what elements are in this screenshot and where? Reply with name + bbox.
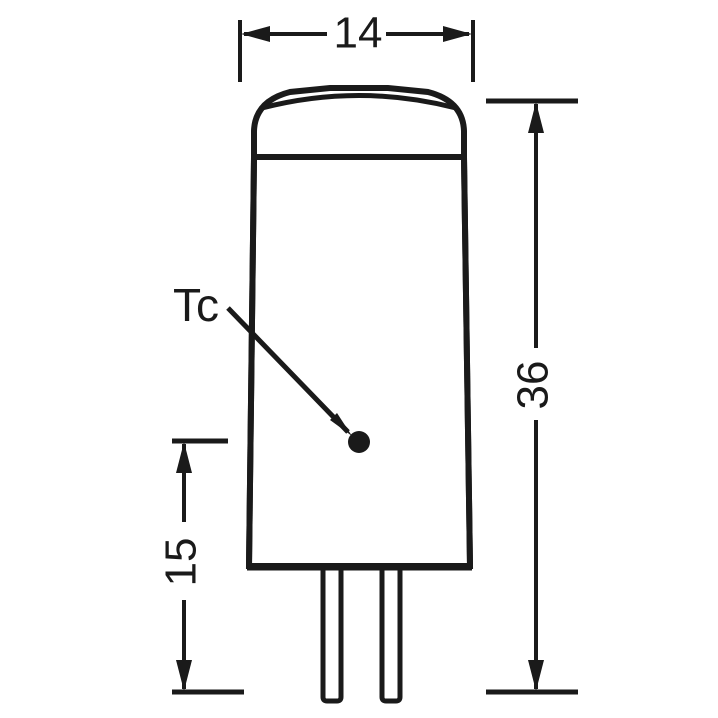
bulb-body-outline — [245, 85, 474, 569]
pin-height-arrowhead-bottom — [176, 660, 192, 691]
width-arrowhead-right — [443, 26, 472, 42]
tc-label: Tc — [173, 279, 219, 331]
pin-height-arrowhead-top — [176, 442, 192, 473]
tc-annotation-group: Tc — [173, 279, 370, 453]
dimension-width-14: 14 — [238, 9, 475, 82]
pin-group — [320, 569, 403, 704]
pin-right — [379, 569, 403, 704]
body-left-edge — [246, 156, 257, 567]
width-arrowhead-left — [241, 26, 270, 42]
width-dimension-value: 14 — [334, 9, 383, 58]
lamp-outline-group — [245, 85, 474, 571]
pin-height-dimension-value: 15 — [157, 538, 206, 587]
height-dimension-value: 36 — [509, 361, 558, 410]
tc-leader-arrowhead — [330, 413, 352, 436]
pin-left — [320, 569, 344, 704]
tc-leader-line — [226, 306, 350, 434]
height-arrowhead-top — [528, 102, 544, 133]
dome-inner-arc — [259, 93, 459, 111]
dimension-height-36: 36 — [486, 98, 578, 695]
body-right-edge — [461, 156, 473, 567]
tc-measurement-dot — [348, 431, 370, 453]
height-arrowhead-bottom — [528, 660, 544, 691]
dimension-pin-height-15: 15 — [157, 438, 244, 695]
